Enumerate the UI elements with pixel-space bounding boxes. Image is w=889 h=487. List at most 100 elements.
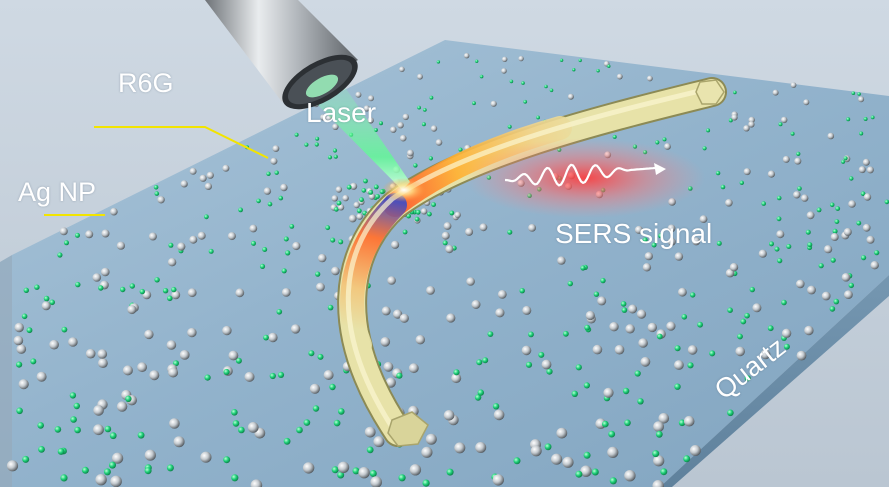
- ag-nanoparticle: [735, 346, 745, 357]
- r6g-molecule: [413, 163, 418, 168]
- ag-nanoparticle: [407, 149, 414, 157]
- ag-nanoparticle: [603, 387, 614, 398]
- r6g-molecule: [283, 437, 291, 445]
- r6g-molecule: [373, 184, 379, 190]
- ag-nanoparticle: [794, 157, 802, 165]
- r6g-molecule: [578, 58, 582, 63]
- r6g-molecule: [338, 239, 344, 245]
- r6g-molecule: [332, 148, 338, 153]
- ag-nanoparticle: [758, 249, 767, 258]
- r6g-molecule: [591, 468, 599, 476]
- r6g-molecule: [523, 99, 528, 104]
- r6g-molecule: [277, 371, 285, 378]
- ag-nanoparticle: [59, 227, 68, 236]
- r6g-molecule: [363, 178, 368, 184]
- r6g-molecule: [479, 74, 484, 79]
- r6g-molecule: [346, 184, 352, 190]
- r6g-molecule: [538, 351, 545, 358]
- r6g-molecule: [449, 210, 455, 216]
- sine-wave-arrow-icon: [504, 163, 666, 187]
- ag-nanoparticle: [332, 123, 339, 130]
- ag-nanoparticle: [93, 405, 104, 416]
- r6g-molecule: [337, 471, 345, 479]
- ag-nanoparticle: [841, 273, 851, 282]
- ag-nanoparticle: [796, 350, 807, 361]
- ag-nanoparticle: [801, 194, 809, 202]
- r6g-molecule: [154, 277, 160, 283]
- ag-nanoparticle: [862, 223, 871, 232]
- nanoparticle-layer: [6, 53, 889, 487]
- ag-nanoparticle: [752, 303, 762, 313]
- ag-nanoparticle: [471, 300, 481, 309]
- r6g-molecule: [607, 64, 611, 68]
- r6g-molecule: [162, 288, 169, 294]
- ag-nanoparticle: [674, 252, 684, 261]
- ag-nanoparticle: [415, 335, 425, 345]
- r6g-molecule: [832, 228, 838, 234]
- ag-nanoparticle: [667, 224, 676, 233]
- ag-nanoparticle: [399, 313, 409, 323]
- ag-nanoparticle: [760, 349, 771, 360]
- ag-nanoparticle: [776, 230, 785, 239]
- ag-nanoparticle: [368, 193, 376, 200]
- r6g-molecule: [49, 299, 55, 306]
- r6g-molecule: [507, 124, 512, 129]
- r6g-molecule: [327, 155, 333, 160]
- r6g-molecule: [733, 90, 737, 95]
- r6g-molecule: [54, 426, 62, 433]
- ag-nanoparticle: [13, 335, 24, 346]
- ag-nanoparticle: [166, 340, 177, 350]
- ag-nanoparticle: [678, 287, 687, 297]
- ag-nanoparticle: [636, 309, 647, 319]
- r6g-molecule: [834, 219, 840, 225]
- ag-nanoparticle: [858, 96, 865, 103]
- ag-nanoparticle: [171, 290, 181, 300]
- ag-nanoparticle: [647, 75, 653, 82]
- r6g-molecule: [256, 198, 261, 204]
- r6g-molecule: [262, 247, 268, 252]
- ag-nanoparticle: [228, 350, 239, 361]
- ag-nanoparticle: [674, 360, 684, 370]
- r6g-molecule: [656, 333, 663, 340]
- r6g-molecule: [737, 333, 743, 340]
- r6g-molecule: [137, 431, 145, 439]
- ag-nanoparticle: [731, 114, 738, 121]
- ag-nanoparticle: [475, 442, 487, 453]
- ag-nanoparticle: [263, 187, 272, 195]
- r6g-molecule: [620, 301, 627, 307]
- ag-nanoparticle: [408, 363, 419, 374]
- ag-nanoparticle: [743, 168, 751, 176]
- ag-nanoparticle: [827, 132, 835, 140]
- r6g-molecule: [740, 318, 747, 325]
- ag-nanoparticle: [168, 367, 179, 378]
- ag-nanoparticle: [385, 377, 396, 388]
- ag-nanoparticle: [137, 362, 148, 373]
- r6g-molecule: [303, 419, 311, 426]
- r6g-molecule: [761, 201, 766, 206]
- r6g-leader-line: [94, 126, 269, 159]
- r6g-molecule: [139, 288, 145, 295]
- r6g-molecule: [546, 368, 553, 375]
- ag-nanoparticle: [272, 145, 280, 153]
- r6g-molecule: [314, 142, 319, 147]
- r6g-molecule: [38, 446, 45, 453]
- ag-nanoparticle: [399, 66, 405, 73]
- r6g-molecule: [716, 240, 722, 246]
- ag-nanoparticle: [492, 474, 504, 486]
- r6g-molecule: [690, 292, 696, 298]
- ag-nanoparticle: [367, 117, 374, 124]
- ag-nanoparticle: [556, 427, 568, 439]
- ag-nanoparticle: [93, 424, 104, 436]
- r6g-molecule: [153, 185, 159, 190]
- r6g-molecule: [816, 207, 822, 213]
- ag-nanoparticle: [355, 91, 362, 98]
- r6g-molecule: [843, 156, 848, 161]
- ag-nanoparticle: [420, 208, 428, 215]
- r6g-molecule: [129, 283, 135, 289]
- r6g-molecule: [238, 207, 244, 213]
- ag-nanoparticle: [323, 370, 334, 380]
- ag-nanoparticle: [364, 426, 376, 438]
- r6g-molecule: [781, 299, 787, 306]
- ag-nanoparticle: [616, 73, 623, 80]
- r6g-molecule: [103, 468, 111, 476]
